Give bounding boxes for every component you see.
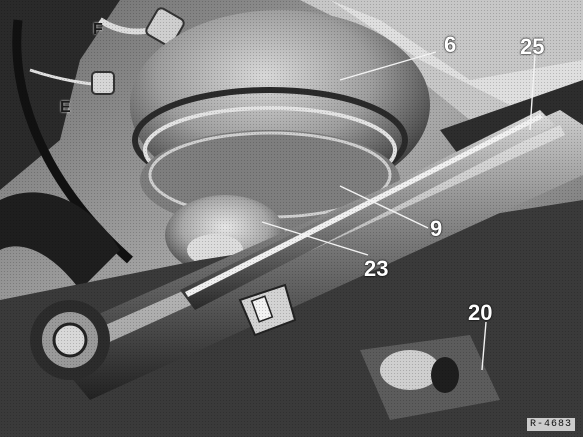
callout-label-25: 25 bbox=[520, 34, 545, 59]
callout-label-F: F bbox=[93, 21, 103, 38]
leader-20 bbox=[481, 321, 487, 371]
leader-25 bbox=[529, 54, 536, 131]
figure-number: R-4683 bbox=[527, 418, 576, 431]
callout-label-20: 20 bbox=[468, 300, 493, 325]
callout-label-23: 23 bbox=[364, 256, 389, 281]
leader-lines bbox=[261, 51, 536, 371]
leader-6 bbox=[339, 51, 437, 81]
callout-label-9: 9 bbox=[430, 216, 443, 241]
leader-23 bbox=[261, 221, 369, 256]
callout-label-E: E bbox=[60, 99, 71, 116]
callout-label-6: 6 bbox=[444, 32, 457, 57]
leader-9 bbox=[339, 185, 429, 229]
